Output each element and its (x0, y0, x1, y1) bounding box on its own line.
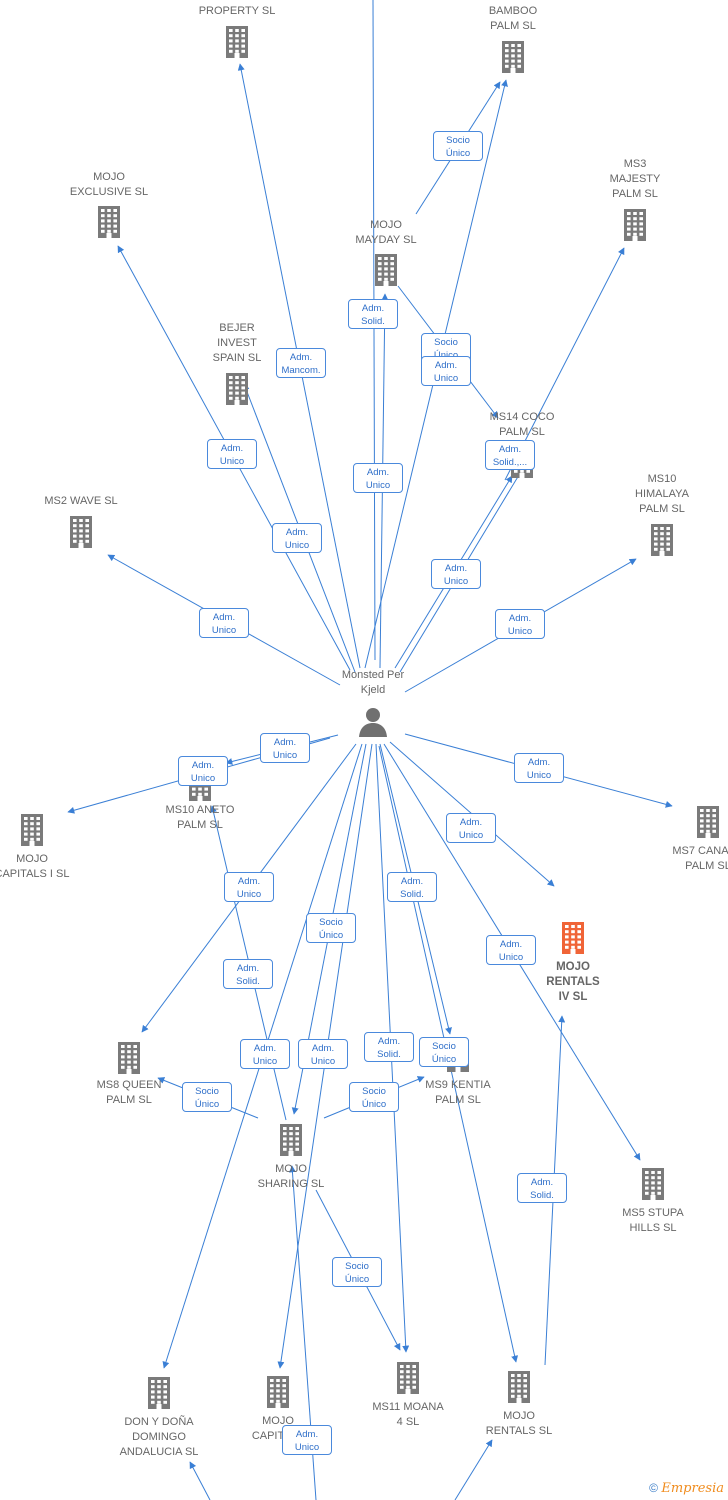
edge-line (454, 1439, 493, 1500)
edge-role-label[interactable]: Socio Único (433, 131, 483, 161)
edge-role-label[interactable]: Adm. Unico (495, 609, 545, 639)
node-label: DON Y DOÑA DOMINGO ANDALUCIA SL (119, 1416, 199, 1458)
node-label: MOJO SHARING SL (257, 1163, 325, 1190)
node-label: BEJER INVEST SPAIN SL (212, 322, 262, 364)
node-label: MS14 COCO PALM SL (489, 411, 555, 438)
edge-role-label[interactable]: Adm. Solid. (387, 872, 437, 902)
node-label: PROPERTY SL (198, 5, 276, 17)
edge-role-label[interactable]: Socio Único (332, 1257, 382, 1287)
node-label: MS7 CANARY PALM SL (672, 845, 728, 872)
node-label: MOJO MAYDAY SL (355, 219, 417, 246)
edge-role-label[interactable]: Adm. Solid.,... (485, 440, 535, 470)
edge-role-label[interactable]: Adm. Unico (446, 813, 496, 843)
edge-line (372, 0, 376, 661)
node-label: MOJO RENTALS SL (485, 1410, 553, 1437)
edge-role-label[interactable]: Adm. Unico (353, 463, 403, 493)
edge-role-label[interactable]: Adm. Unico (260, 733, 310, 763)
building-icon (690, 804, 726, 840)
copyright-notice[interactable]: © Empresia (649, 1481, 724, 1496)
building-icon (91, 204, 127, 240)
building-icon (219, 24, 255, 60)
edge-role-label[interactable]: Socio Único (182, 1082, 232, 1112)
building-icon (14, 812, 50, 848)
person-icon (355, 704, 391, 740)
node-label: Monsted Per Kjeld (341, 669, 405, 696)
building-icon (617, 207, 653, 243)
edge-role-label[interactable]: Adm. Solid. (364, 1032, 414, 1062)
edge-line (189, 1461, 211, 1500)
edge-role-label[interactable]: Adm. Solid. (223, 959, 273, 989)
node-label: MS10 ANETO PALM SL (165, 804, 235, 831)
building-icon (141, 1375, 177, 1411)
node-label: MS16 BAMBOO PALM SL (488, 0, 538, 32)
node-label: MS8 QUEEN PALM SL (96, 1079, 162, 1106)
edge-role-label[interactable]: Socio Único (349, 1082, 399, 1112)
building-icon (390, 1360, 426, 1396)
edge-role-label[interactable]: Adm. Solid. (517, 1173, 567, 1203)
node-label: MS2 WAVE SL (44, 495, 118, 507)
node-label: MOJO EXCLUSIVE SL (69, 171, 149, 198)
edge-role-label[interactable]: Adm. Unico (431, 559, 481, 589)
brand-name: Empresia (661, 1481, 724, 1496)
building-icon (111, 1040, 147, 1076)
edge-role-label[interactable]: Adm. Unico (282, 1425, 332, 1455)
edge-role-label[interactable]: Adm. Unico (421, 356, 471, 386)
building-icon (644, 522, 680, 558)
building-icon (63, 514, 99, 550)
node-label: MOJO CAPITALS I SL (0, 853, 70, 880)
edge-role-label[interactable]: Adm. Solid. (348, 299, 398, 329)
building-icon (635, 1166, 671, 1202)
node-label: MS11 MOANA 4 SL (372, 1401, 444, 1428)
building-icon (273, 1122, 309, 1158)
edge-role-label[interactable]: Adm. Mancom. (276, 348, 326, 378)
edge-role-label[interactable]: Adm. Unico (240, 1039, 290, 1069)
node-label: MS5 STUPA HILLS SL (622, 1207, 684, 1234)
node-label: MS9 KENTIA PALM SL (425, 1079, 491, 1106)
edge-role-label[interactable]: Adm. Unico (486, 935, 536, 965)
building-icon (260, 1374, 296, 1410)
edge-role-label[interactable]: Adm. Unico (272, 523, 322, 553)
building-icon (219, 371, 255, 407)
edge-role-label[interactable]: Adm. Unico (224, 872, 274, 902)
edge-role-label[interactable]: Socio Único (419, 1037, 469, 1067)
node-label: MS10 HIMALAYA PALM SL (635, 473, 689, 515)
edge-role-label[interactable]: Adm. Unico (298, 1039, 348, 1069)
building-icon (368, 252, 404, 288)
node-label: MS3 MAJESTY PALM SL (609, 158, 661, 200)
edge-role-label[interactable]: Adm. Unico (207, 439, 257, 469)
edge-role-label[interactable]: Adm. Unico (178, 756, 228, 786)
building-icon (495, 39, 531, 75)
building-icon (555, 920, 591, 956)
node-label: MOJO RENTALS IV SL (546, 961, 600, 1003)
edge-role-label[interactable]: Socio Único (306, 913, 356, 943)
edge-role-label[interactable]: Adm. Unico (199, 608, 249, 638)
building-icon (501, 1369, 537, 1405)
edge-role-label[interactable]: Adm. Unico (514, 753, 564, 783)
copyright-symbol: © (649, 1481, 659, 1495)
